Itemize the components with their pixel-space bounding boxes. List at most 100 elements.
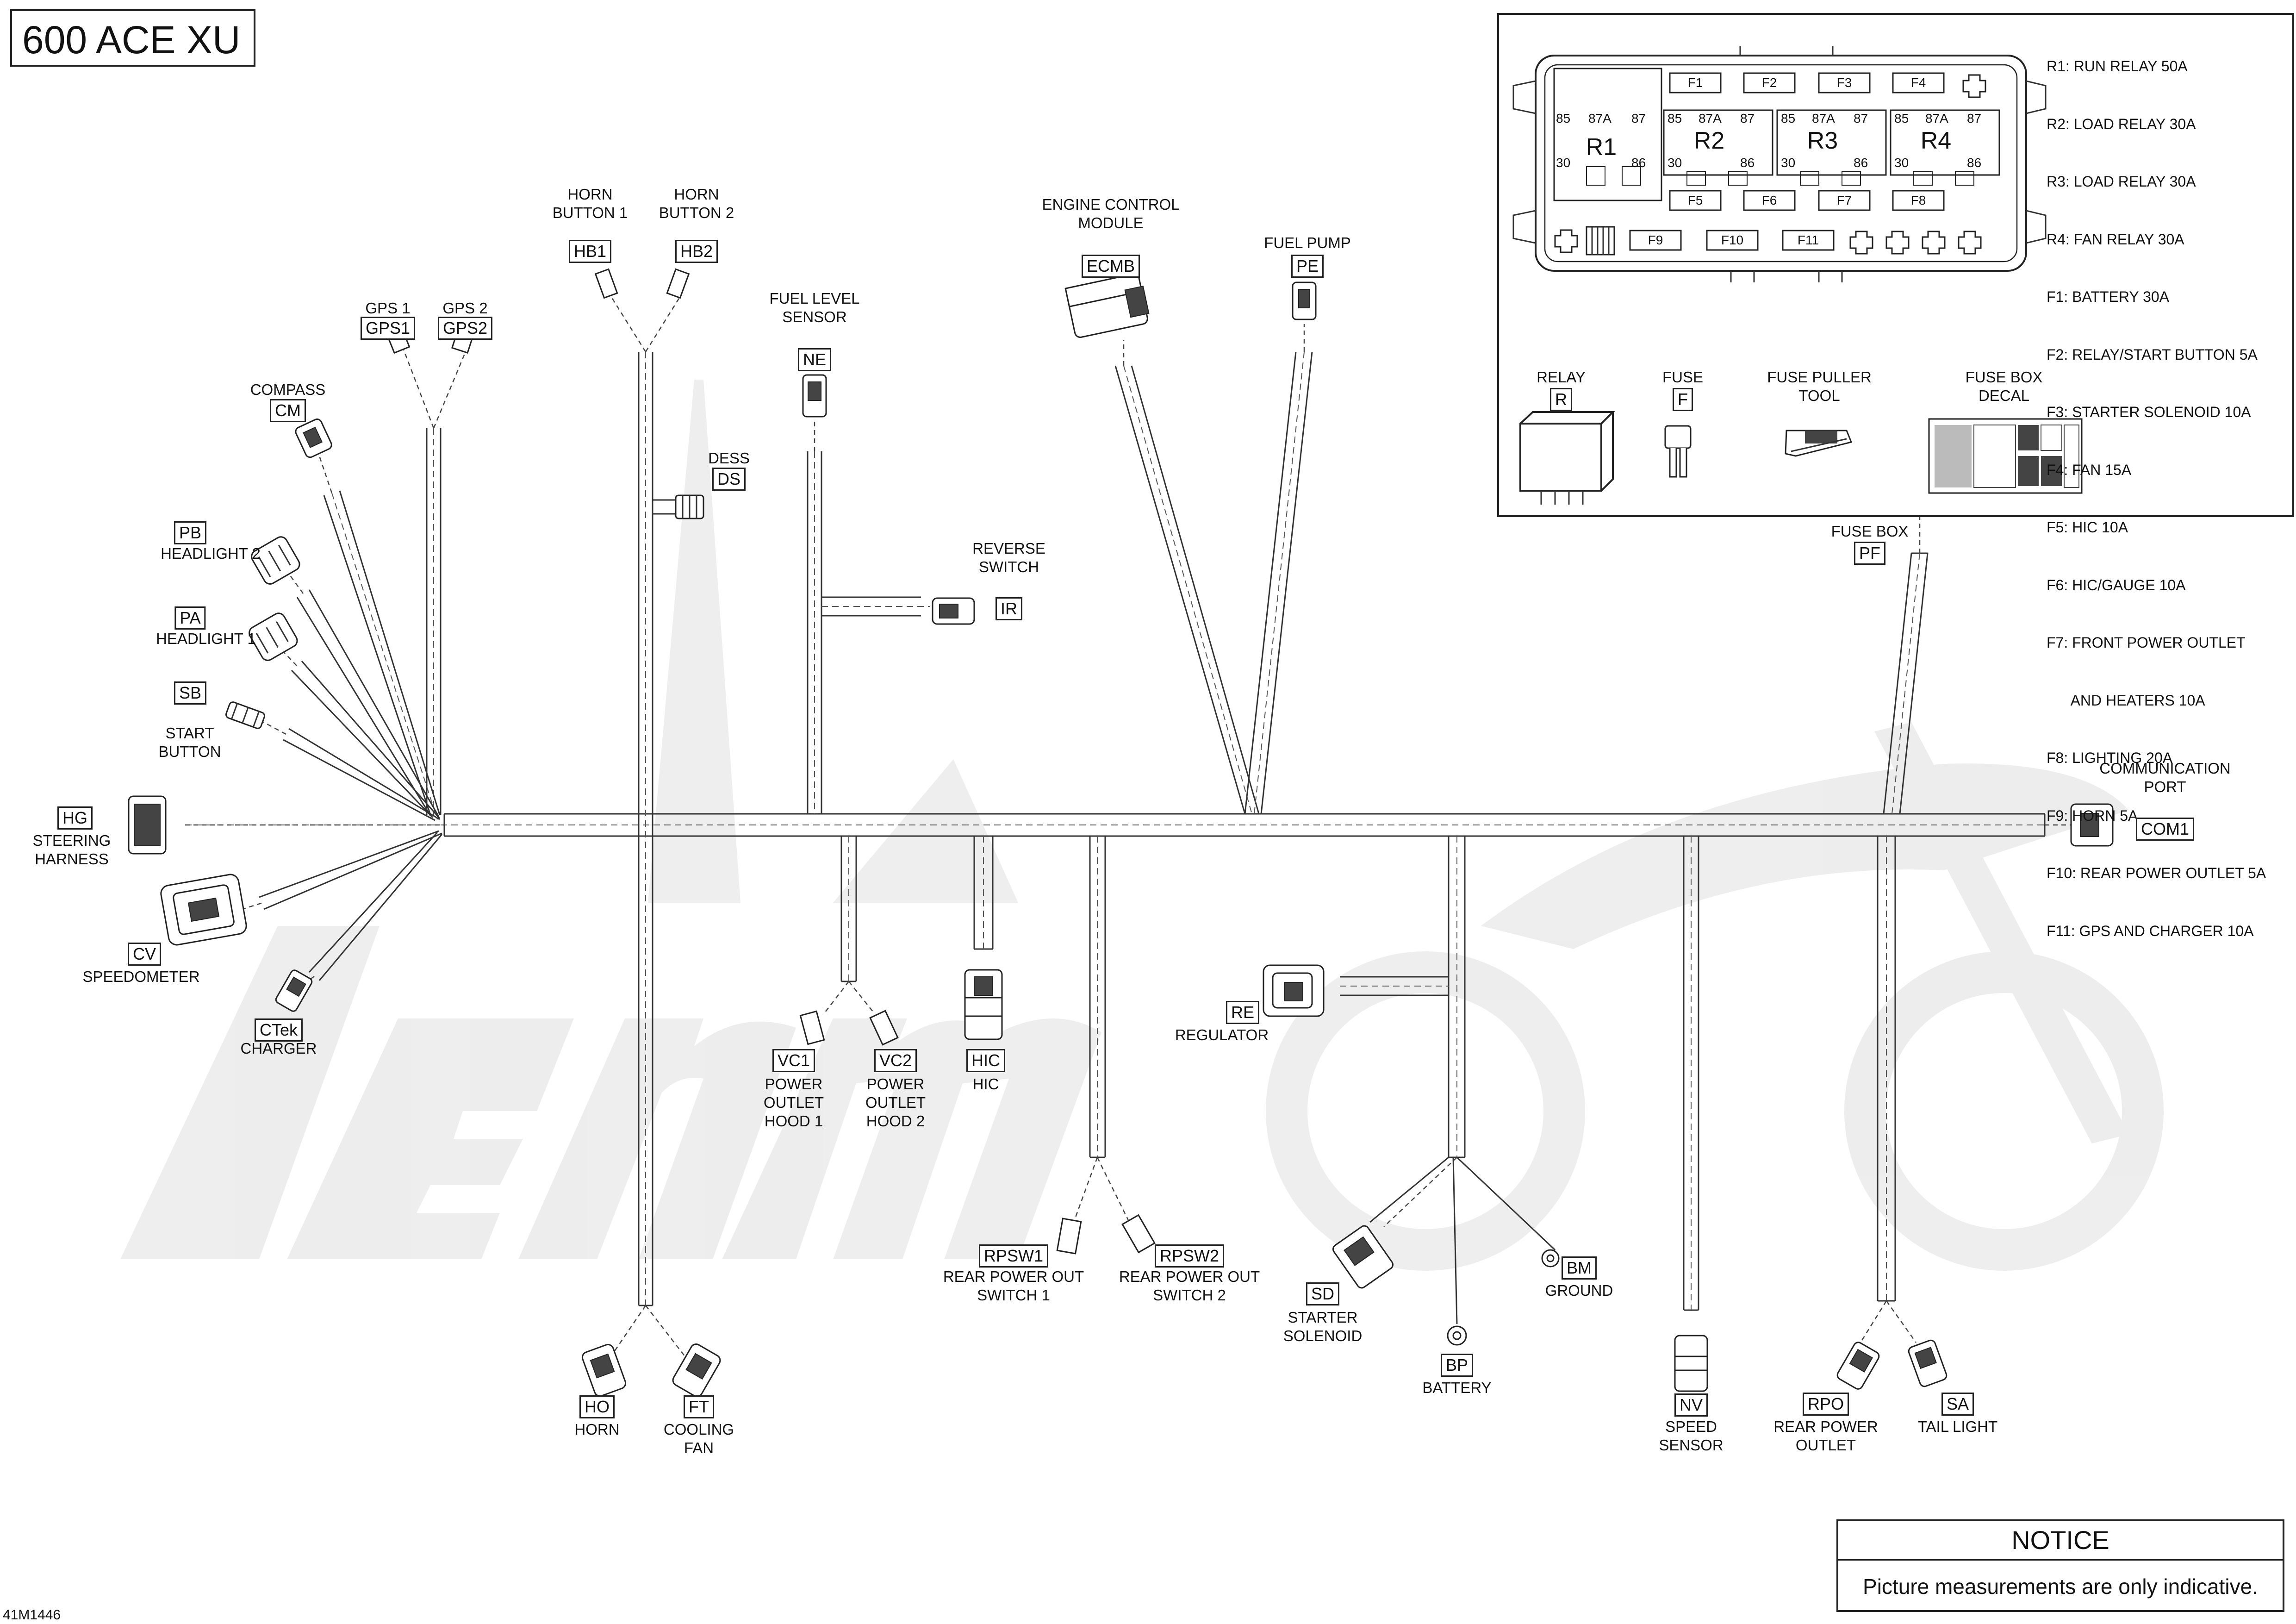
relay-pin: 87 (1967, 111, 1982, 125)
connector-label-vc1: POWER OUTLET HOOD 1 (763, 1075, 824, 1130)
power-branch (1340, 836, 1556, 1324)
figure-id: 41M1446 (3, 1607, 61, 1623)
connector-label-cm: COMPASS (250, 381, 326, 398)
connector-label-ctek: CHARGER (240, 1040, 317, 1057)
page-title: 600 ACE XU (10, 9, 255, 67)
connector-code-pb: PB (174, 521, 207, 544)
connector-label-hb1: HORN BUTTON 1 (552, 186, 628, 221)
relay-pin: 30 (1556, 156, 1571, 170)
connector-label-ecmb: ENGINE CONTROL MODULE (1042, 196, 1180, 231)
relay-pin: 87 (1631, 111, 1646, 125)
fusebox-panel (1497, 13, 2294, 517)
connector-label-com1: COMMUNICATION PORT (2099, 760, 2231, 795)
fuse-puller-icon (1785, 430, 1853, 457)
legend-line: F6: HIC/GAUGE 10A (2047, 576, 2186, 593)
rear-power-switch-branch (1073, 836, 1130, 1223)
fuse-label: F3 (1836, 75, 1852, 90)
relay-pin: 87 (1854, 111, 1868, 125)
relay-name: R1 (1586, 134, 1617, 161)
relay-pin: 87A (1588, 111, 1612, 125)
key-code-relay: R (1550, 388, 1572, 411)
connector-code-ho: HO (579, 1395, 615, 1418)
legend-line: F2: RELAY/START BUTTON 5A (2047, 346, 2258, 363)
legend-line: R1: RUN RELAY 50A (2047, 58, 2188, 75)
connector-label-sa: TAIL LIGHT (1917, 1418, 1998, 1435)
fuel-level-branch (807, 419, 930, 814)
relay-name: R4 (1920, 127, 1952, 154)
legend-line: R3: LOAD RELAY 30A (2047, 173, 2196, 190)
connector-label-ne: FUEL LEVEL SENSOR (769, 290, 860, 325)
connector-code-gps2: GPS2 (437, 317, 493, 340)
connector-code-ir: IR (996, 597, 1022, 620)
connector-label-hb2: HORN BUTTON 2 (659, 186, 734, 221)
legend-line: F5: HIC 10A (2047, 519, 2128, 536)
connector-code-pa: PA (174, 606, 206, 630)
fuse-label: F1 (1687, 75, 1703, 90)
fuse-label: F6 (1761, 193, 1777, 207)
connector-code-vc1: VC1 (772, 1049, 815, 1072)
key-label-fuse: FUSE (1662, 369, 1704, 386)
notice-box: NOTICE Picture measurements are only ind… (1836, 1519, 2284, 1612)
fuse-label: F4 (1910, 75, 1926, 90)
connector-label-re: REGULATOR (1175, 1026, 1269, 1043)
key-label-fuse-puller: FUSE PULLER TOOL (1767, 369, 1872, 404)
connector-code-pf: PF (1854, 542, 1886, 565)
relay-pin: 87A (1699, 111, 1722, 125)
relay-pin: 87A (1925, 111, 1948, 125)
rear-branch (1860, 505, 2071, 1343)
key-code-fuse: F (1673, 388, 1693, 411)
notice-heading: NOTICE (1838, 1521, 2283, 1561)
connector-label-ir: REVERSE SWITCH (972, 540, 1045, 575)
legend-line: F1: BATTERY 30A (2047, 288, 2169, 305)
legend-line: F4: FAN 15A (2047, 461, 2132, 478)
relay-pin: 30 (1668, 156, 1682, 170)
relay-pin: 87 (1740, 111, 1755, 125)
connector-label-bm: GROUND (1545, 1282, 1613, 1299)
connector-label-rpsw1: REAR POWER OUT SWITCH 1 (943, 1268, 1084, 1304)
fuse-label: F2 (1761, 75, 1777, 90)
key-label-relay: RELAY (1537, 369, 1586, 386)
relay-pin: 87A (1812, 111, 1835, 125)
fuse-label: F8 (1910, 193, 1926, 207)
connector-code-com1: COM1 (2135, 818, 2195, 841)
connector-code-sd: SD (1306, 1282, 1340, 1305)
connector-code-cm: CM (270, 399, 306, 422)
relay-pin: 30 (1781, 156, 1796, 170)
connector-label-cv: SPEEDOMETER (82, 968, 200, 985)
connector-label-pf: FUSE BOX (1831, 523, 1909, 540)
connector-label-ho: HORN (574, 1421, 620, 1438)
fuse-label: F7 (1836, 193, 1852, 207)
connector-code-ctek: CTek (254, 1018, 303, 1042)
connector-code-hb2: HB2 (675, 240, 718, 263)
hic-branch (973, 836, 994, 950)
connector-code-ne: NE (797, 348, 832, 371)
relay-pin: 30 (1894, 156, 1909, 170)
connector-label-ds: DESS (708, 450, 750, 467)
legend-line: R4: FAN RELAY 30A (2047, 231, 2184, 248)
fuse-label: F10 (1721, 233, 1744, 247)
fuse-label: F9 (1648, 233, 1663, 247)
power-outlet-branch (823, 836, 875, 1014)
connector-label-ft: COOLING FAN (663, 1421, 734, 1456)
relay-name: R2 (1693, 127, 1725, 154)
connector-code-rpsw1: RPSW1 (978, 1244, 1049, 1268)
connector-code-rpsw2: RPSW2 (1154, 1244, 1225, 1268)
connector-code-rpo: RPO (1802, 1393, 1849, 1416)
connector-label-gps2: GPS 2 (442, 300, 488, 317)
speed-sensor-branch (1683, 836, 1699, 1311)
relay-pin: 86 (1740, 156, 1755, 170)
connector-label-sb: START BUTTON (158, 725, 221, 760)
connector-code-nv: NV (1674, 1393, 1708, 1417)
fuse-icon (1664, 425, 1692, 478)
ecm-branch (1114, 324, 1313, 814)
connector-code-hb1: HB1 (568, 240, 612, 263)
relay-pin: 86 (1967, 156, 1982, 170)
connector-label-bp: BATTERY (1422, 1379, 1492, 1396)
connector-code-bm: BM (1562, 1256, 1597, 1280)
connector-label-hic: HIC (972, 1075, 999, 1093)
connector-icons (128, 268, 2114, 1397)
fuse-label: F11 (1797, 233, 1819, 247)
left-branches (185, 347, 468, 987)
